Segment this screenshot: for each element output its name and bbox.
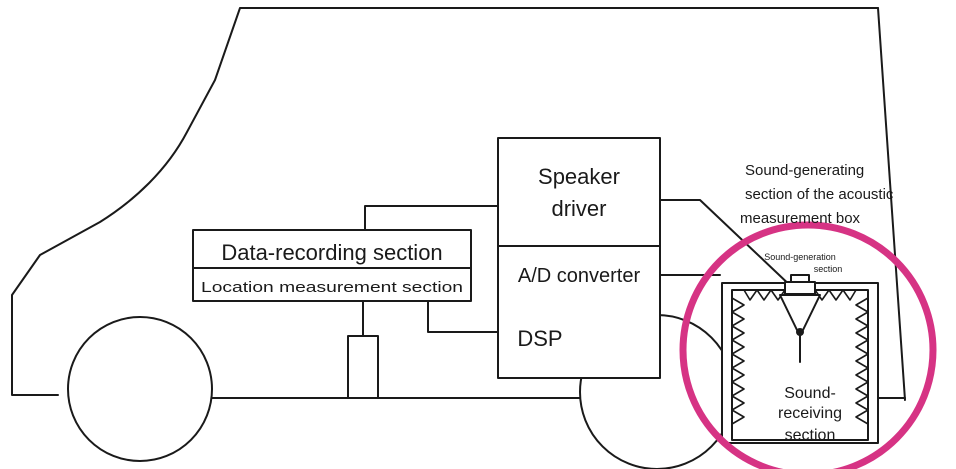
- sound-receiving-label-2: receiving: [778, 405, 842, 422]
- sound-receiving-label-1: Sound-: [784, 385, 836, 402]
- speaker-driver-label-2: driver: [551, 196, 606, 221]
- sound-generating-label-1: Sound-generating: [745, 162, 864, 179]
- vehicle-body-outline: [11, 7, 879, 396]
- data-recording-box: [192, 229, 472, 302]
- highlight-circle: [679, 221, 937, 469]
- vehicle-rear-edge: [877, 7, 906, 401]
- connector-location-to-dsp: [427, 300, 499, 333]
- data-recording-label: Data-recording section: [221, 240, 442, 265]
- ad-converter-label: A/D converter: [518, 265, 641, 287]
- location-device: [347, 335, 379, 399]
- microphone-head: [796, 328, 804, 336]
- sound-generation-small-label-2: section: [814, 264, 843, 274]
- front-wheel: [67, 316, 213, 462]
- processing-block: [497, 137, 661, 379]
- speaker-driver-label-1: Speaker: [538, 164, 620, 189]
- absorber-right: [855, 297, 869, 425]
- absorber-left: [731, 297, 745, 425]
- location-measurement-label: Location measurement section: [201, 279, 463, 296]
- sound-generator-cap: [790, 274, 810, 283]
- connector-data-to-speaker: [364, 205, 499, 231]
- dsp-label: DSP: [517, 326, 562, 351]
- sound-receiving-label-3: section: [785, 427, 836, 444]
- sound-generating-label-2: section of the acoustic: [745, 186, 894, 203]
- sound-generation-small-label-1: Sound-generation: [764, 252, 836, 262]
- connector-speaker-to-generator: [659, 199, 796, 291]
- sound-generating-label-3: measurement box: [740, 210, 861, 227]
- sound-generator: [784, 281, 816, 295]
